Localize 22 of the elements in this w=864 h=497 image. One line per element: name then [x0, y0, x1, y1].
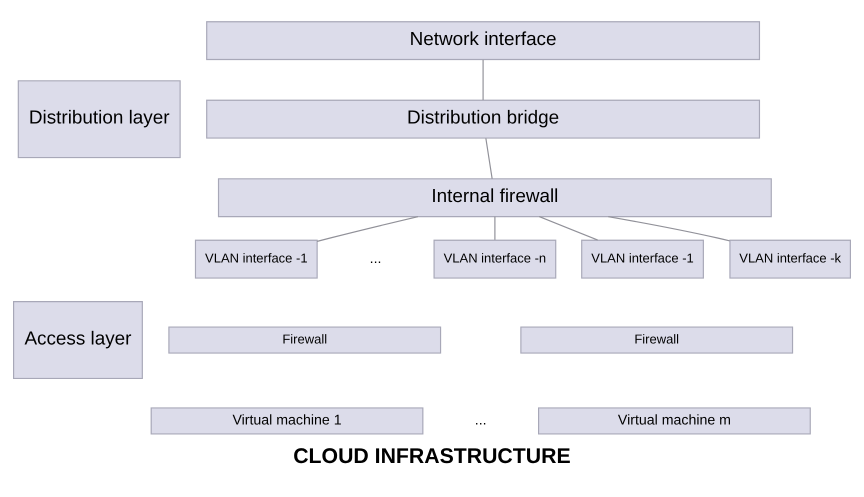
connector: [608, 216, 730, 242]
node-box: VLAN interface -1: [581, 240, 704, 279]
connector: [494, 216, 496, 240]
node-box: Internal firewall: [218, 178, 772, 218]
node-box: Distribution bridge: [206, 100, 760, 139]
node-box: Virtual machine m: [538, 407, 811, 435]
diagram-title: CLOUD INFRASTRUCTURE: [293, 444, 571, 468]
connector: [317, 216, 418, 242]
node-box: VLAN interface -1: [194, 240, 318, 279]
node-box: Network interface: [206, 21, 760, 60]
node-box: Firewall: [520, 326, 794, 354]
label: ...: [474, 412, 487, 429]
connector: [485, 138, 493, 179]
node-box: VLAN interface -k: [729, 240, 851, 279]
node-box: Access layer: [13, 301, 143, 380]
node-box: Distribution layer: [18, 80, 181, 158]
connector: [538, 216, 598, 241]
node-box: VLAN interface -n: [433, 240, 556, 279]
node-box: Virtual machine 1: [150, 407, 424, 435]
node-box: Firewall: [168, 326, 442, 354]
label: ...: [370, 250, 382, 267]
connector: [482, 60, 484, 100]
